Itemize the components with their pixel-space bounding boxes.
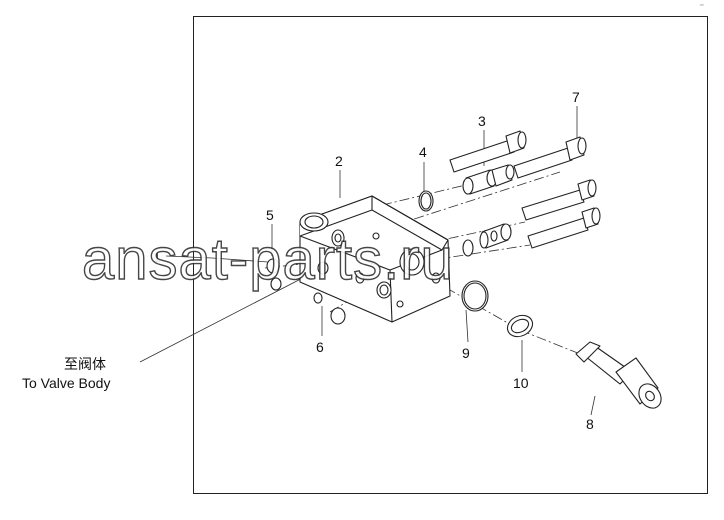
callout-1: 1 <box>153 249 161 265</box>
diagram-frame <box>193 16 708 494</box>
valve-body-caption-cn: 至阀体 <box>64 356 106 372</box>
o-ring-part-6a <box>313 292 323 304</box>
callout-3: 3 <box>478 113 486 129</box>
valve-block-part-2 <box>299 195 451 323</box>
callout-7: 7 <box>572 89 580 105</box>
corner-mark: ━ <box>700 3 704 9</box>
bolt-lower <box>527 207 601 249</box>
callout-2: 2 <box>335 153 343 169</box>
fitting-middle <box>479 223 512 249</box>
o-ring-part-4-inner <box>420 192 432 210</box>
o-ring-part-5 <box>266 258 280 274</box>
callout-6: 6 <box>316 339 324 355</box>
valve-body-caption-en: To Valve Body <box>22 375 111 391</box>
bolt-middle <box>521 179 597 221</box>
bolt-part-7 <box>513 136 587 179</box>
callout-5: 5 <box>266 207 274 223</box>
fitting-part-3 <box>462 164 515 195</box>
callout-4: 4 <box>419 144 427 160</box>
callout-10: 10 <box>513 375 529 391</box>
callout-8: 8 <box>586 416 594 432</box>
o-ring-small-right <box>462 239 474 257</box>
o-ring-part-9-inner <box>463 282 487 310</box>
o-ring-part-6b <box>330 307 346 325</box>
bolt-upper-left <box>449 130 527 173</box>
valve-body-leader <box>139 267 323 363</box>
o-ring-part-1 <box>270 277 282 291</box>
solenoid-part-8 <box>575 341 662 409</box>
o-ring-part-10-inner <box>510 318 530 334</box>
watermark-text: ansat-parts.ru <box>81 226 454 292</box>
callout-9: 9 <box>462 345 470 361</box>
